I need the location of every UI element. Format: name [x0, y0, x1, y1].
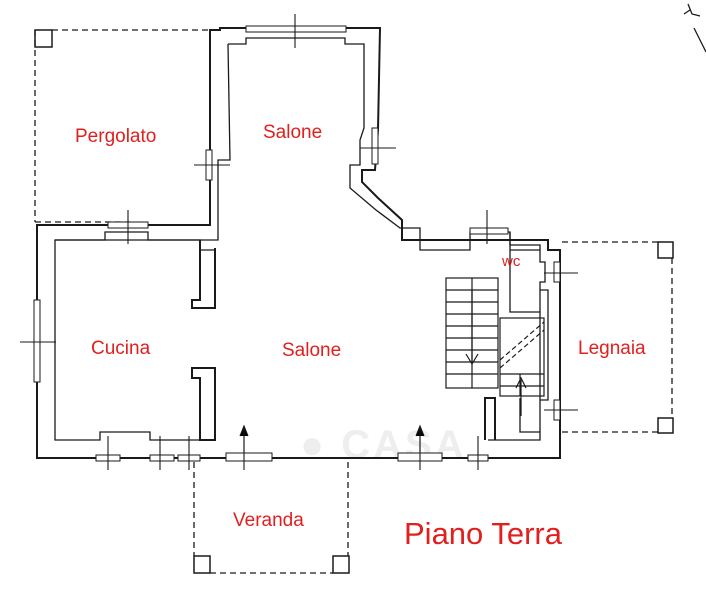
legnaia-post — [657, 417, 674, 434]
room-label-wc: wc — [501, 253, 521, 270]
entrance-arrow-icon — [239, 424, 249, 452]
room-label-salone-main: Salone — [282, 340, 341, 361]
entrance-arrow-icon — [415, 424, 425, 452]
legnaia-post — [657, 241, 674, 259]
room-label-salone-top: Salone — [263, 122, 322, 143]
staircase — [445, 277, 545, 416]
veranda-area — [193, 462, 350, 574]
room-label-legnaia: Legnaia — [578, 338, 646, 359]
veranda-post — [332, 555, 350, 574]
building-walls — [36, 27, 561, 459]
pergolato-post — [34, 29, 53, 48]
compass-icon — [683, 3, 706, 53]
veranda-post — [193, 555, 211, 574]
room-label-pergolato: Pergolato — [75, 126, 156, 147]
legnaia-area — [562, 241, 674, 434]
stair-arrow-icon — [465, 290, 479, 366]
stair-arrow-icon — [515, 376, 527, 416]
room-label-cucina: Cucina — [91, 338, 151, 359]
pergolato-area — [34, 29, 210, 223]
floor-title: Piano Terra — [404, 516, 563, 551]
room-label-veranda: Veranda — [233, 510, 304, 531]
windows — [20, 14, 578, 470]
